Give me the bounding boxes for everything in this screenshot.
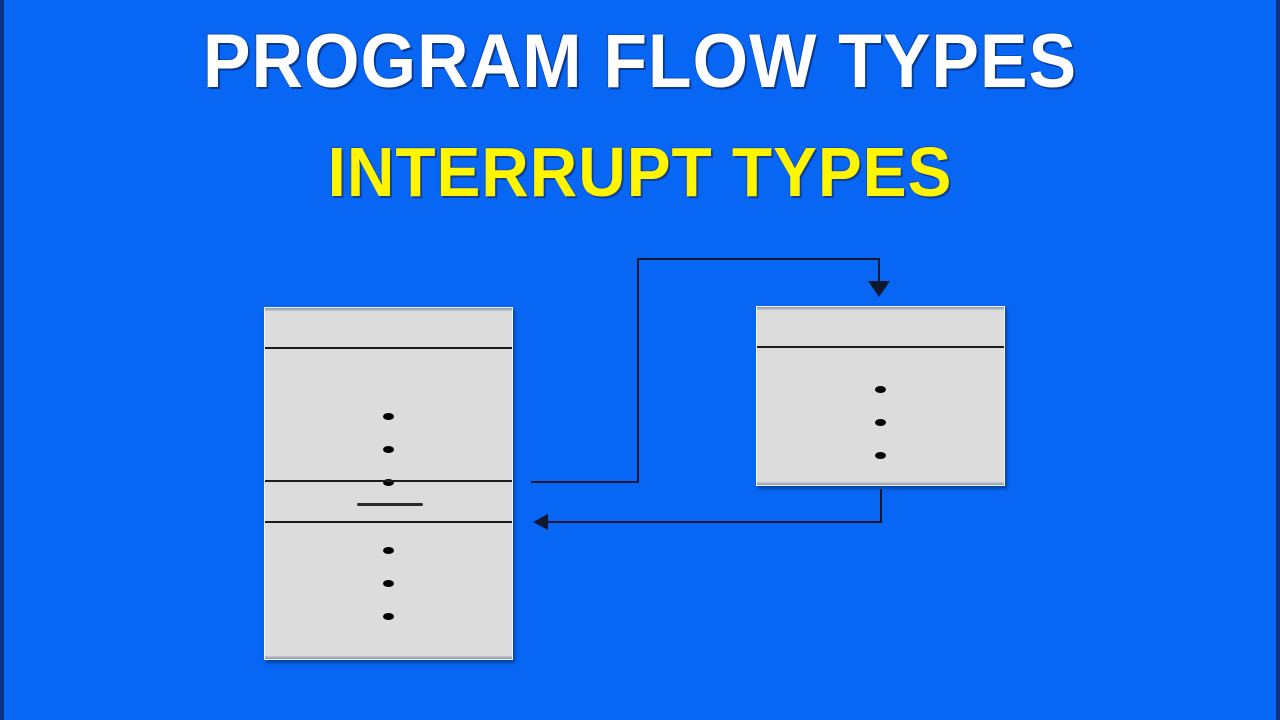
ellipsis-dot [383, 547, 394, 554]
ellipsis-dot [875, 386, 886, 393]
interrupt-branch-segment-vertical-right [878, 258, 880, 284]
slide-title: PROGRAM FLOW TYPES [202, 19, 1078, 104]
main-program-box-top-bevel [265, 308, 512, 311]
interrupt-handler-box-bottom-bevel [757, 482, 1004, 485]
interrupted-instruction-band [265, 480, 512, 523]
return-branch-arrowhead [533, 514, 548, 530]
return-branch-segment-vertical [880, 489, 882, 522]
ellipsis-dot [383, 580, 394, 587]
ellipsis-dot [383, 613, 394, 620]
interrupt-branch-arrowhead [868, 281, 890, 297]
interrupt-handler-dots [757, 386, 1004, 459]
ellipsis-dot [875, 452, 886, 459]
interrupt-branch-segment-horizontal-top [637, 258, 880, 260]
main-program-dots-before [265, 413, 512, 486]
main-program-header-band [265, 308, 512, 349]
main-program-box [264, 307, 513, 660]
ellipsis-dot [383, 413, 394, 420]
slide-subtitle: INTERRUPT TYPES [327, 133, 953, 211]
interrupt-branch-segment-vertical-left [637, 258, 639, 483]
main-program-instructions-after [265, 523, 512, 661]
ellipsis-dot [383, 479, 394, 486]
interrupt-handler-box [756, 306, 1005, 486]
interrupted-instruction-line [357, 503, 423, 506]
interrupt-handler-body [757, 348, 1004, 487]
interrupt-handler-header-band [757, 307, 1004, 348]
main-program-box-bottom-bevel [265, 656, 512, 659]
ellipsis-dot [383, 446, 394, 453]
left-edge-strip [0, 0, 4, 720]
interrupt-branch-segment-horizontal-lower [531, 481, 639, 483]
main-program-dots-after [265, 547, 512, 620]
main-program-instructions-before [265, 349, 512, 486]
ellipsis-dot [875, 419, 886, 426]
return-branch-segment-horizontal [548, 521, 882, 523]
right-edge-strip [1276, 0, 1280, 720]
interrupt-handler-box-top-bevel [757, 307, 1004, 310]
